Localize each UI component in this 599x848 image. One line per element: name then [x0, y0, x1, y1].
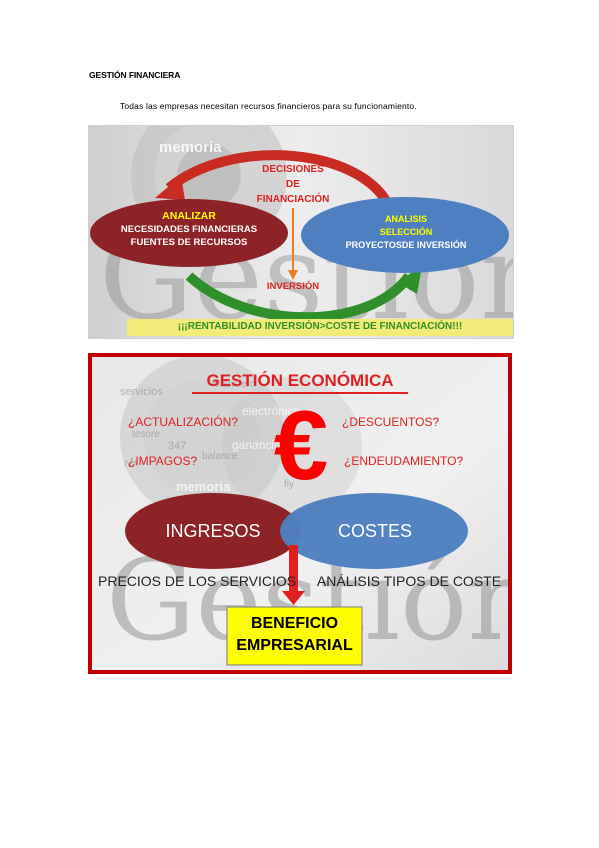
svg-text:servicios: servicios — [120, 386, 163, 398]
costes-oval: COSTES — [337, 521, 412, 541]
economic-management-diagram: servicios financiero electrónica tesore … — [88, 353, 512, 674]
precios-label: PRECIOS DE LOS SERVICIOS — [98, 573, 297, 589]
endeudamiento-question: ¿ENDEUDAMIENTO? — [344, 454, 464, 468]
intro-paragraph: Todas las empresas necesitan recursos fi… — [120, 101, 417, 111]
inversion-label: INVERSIÓN — [266, 281, 320, 292]
beneficio-box: BENEFICIO EMPRESARIAL — [236, 615, 353, 654]
svg-text:financiero: financiero — [212, 379, 256, 390]
rentabilidad-banner: ¡¡¡RENTABILIDAD INVERSIÓN>COSTE DE FINAN… — [177, 321, 463, 332]
impagos-question: ¿IMPAGOS? — [128, 454, 198, 468]
svg-text:balance: balance — [202, 451, 237, 462]
financial-management-diagram: memoria Gestión DECISIONES DE FINANCIACI… — [88, 125, 514, 339]
svg-text:memoria: memoria — [176, 479, 231, 494]
page-heading: GESTIÓN FINANCIERA — [89, 70, 181, 80]
gestion-economica-title: GESTIÓN ECONÓMICA — [192, 371, 408, 394]
descuentos-question: ¿DESCUENTOS? — [342, 415, 440, 429]
svg-text:ganancia: ganancia — [232, 438, 281, 452]
actualizacion-question: ¿ACTUALIZACIÓN? — [128, 415, 239, 429]
analizar-oval: ANALIZAR NECESIDADES FINANCIERAS FUENTES… — [120, 210, 258, 248]
decisiones-label: DECISIONES DE FINANCIACIÓN — [256, 164, 330, 205]
svg-text:electrónica: electrónica — [242, 404, 300, 418]
svg-text:tesore: tesore — [132, 429, 160, 440]
analisis-label: ANÁLISIS TIPOS DE COSTE — [316, 573, 502, 589]
svg-text:IVA: IVA — [124, 459, 138, 469]
svg-text:memoria: memoria — [159, 139, 222, 156]
svg-text:347: 347 — [168, 440, 186, 452]
background-graphic: memoria Gestión — [89, 126, 513, 338]
analisis-oval: ANALISIS SELECCIÓN PROYECTOSDE INVERSIÓN — [345, 214, 467, 250]
svg-text:fiy: fiy — [284, 479, 294, 490]
ingresos-oval: INGRESOS — [165, 521, 261, 541]
euro-icon: € — [273, 390, 329, 500]
background-graphic: servicios financiero electrónica tesore … — [92, 357, 508, 670]
